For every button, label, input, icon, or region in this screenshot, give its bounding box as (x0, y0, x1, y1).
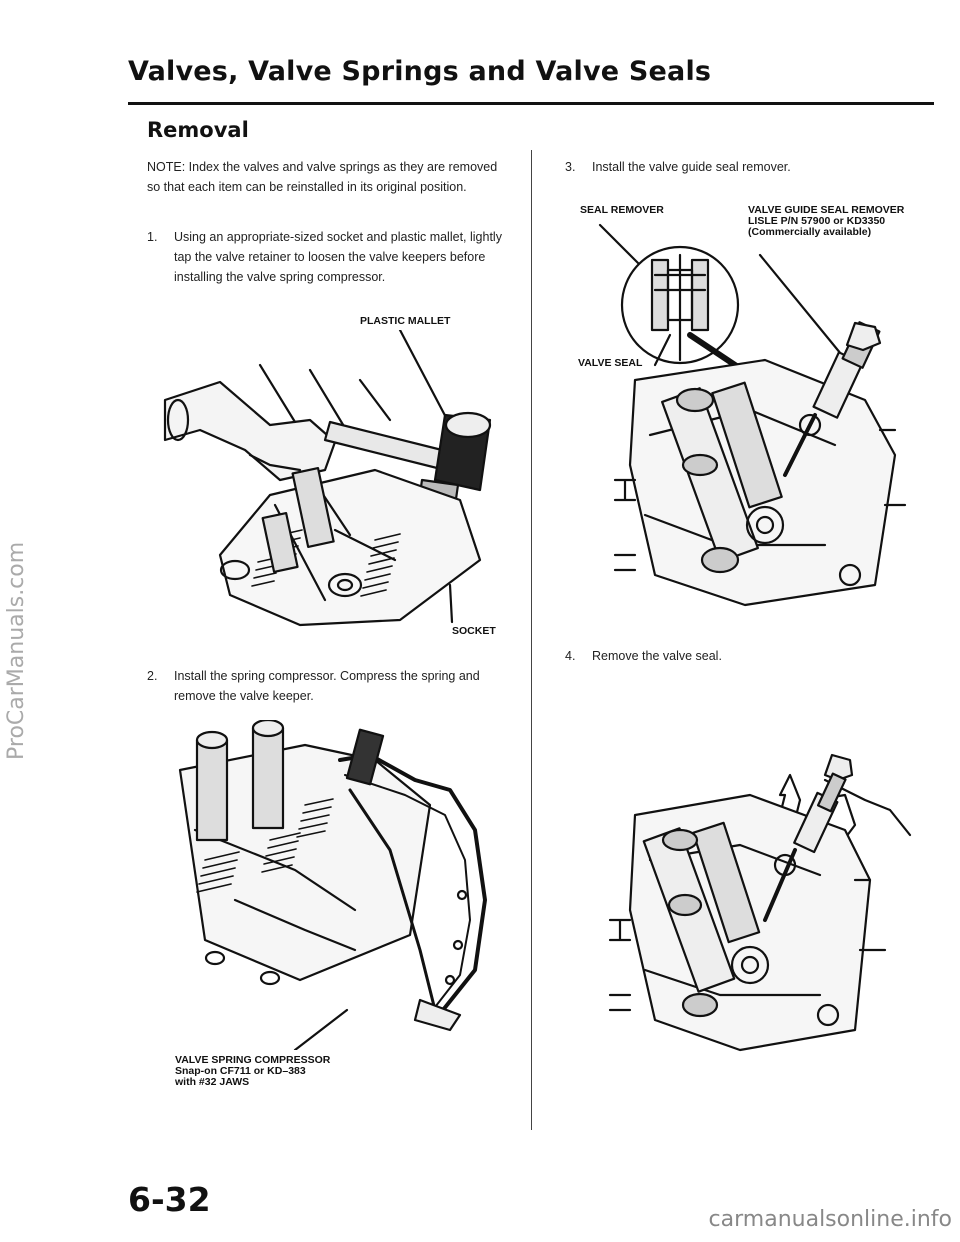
step-4-text: Remove the valve seal. (592, 649, 722, 663)
guide-remover-line1: VALVE GUIDE SEAL REMOVER (748, 204, 905, 216)
step-2: 2. Install the spring compressor. Compre… (147, 666, 507, 706)
compressor-label-line1: VALVE SPRING COMPRESSOR (175, 1054, 331, 1066)
callout-valve-seal: VALVE SEAL (578, 357, 643, 369)
step-3: 3. Install the valve guide seal remover. (565, 157, 925, 177)
figure-seal-remover-install (598, 223, 907, 607)
note-paragraph: NOTE: Index the valves and valve springs… (147, 160, 498, 194)
step-1-number: 1. (147, 230, 158, 244)
side-watermark: ProCarManuals.com (4, 541, 29, 760)
callout-plastic-mallet: PLASTIC MALLET (360, 315, 451, 327)
page-title: Valves, Valve Springs and Valve Seals (128, 56, 712, 87)
callout-seal-remover: SEAL REMOVER (580, 204, 664, 216)
column-divider (531, 150, 532, 1130)
guide-remover-line3: (Commercially available) (748, 226, 872, 238)
section-heading: Removal (147, 118, 249, 142)
guide-remover-line2: LISLE P/N 57900 or KD3350 (748, 215, 886, 227)
page-number: 6-32 (128, 1180, 211, 1219)
step-1-text: Using an appropriate-sized socket and pl… (174, 230, 502, 284)
callout-socket: SOCKET (452, 625, 496, 637)
figure-seal-remove (608, 753, 912, 1052)
step-1: 1. Using an appropriate-sized socket and… (147, 227, 507, 287)
step-2-number: 2. (147, 669, 158, 683)
bottom-watermark: carmanualsonline.info (708, 1207, 952, 1232)
callout-valve-guide-seal-remover: VALVE GUIDE SEAL REMOVER LISLE P/N 57900… (748, 205, 904, 238)
step-2-text: Install the spring compressor. Compress … (174, 669, 480, 703)
figure-spring-compressor (178, 720, 487, 1050)
step-3-number: 3. (565, 160, 576, 174)
figure-mallet-socket (163, 330, 492, 627)
compressor-label-line3: with #32 JAWS (175, 1076, 250, 1088)
compressor-label-line2: Snap-on CF711 or KD–383 (175, 1065, 306, 1077)
step-3-text: Install the valve guide seal remover. (592, 160, 791, 174)
callout-valve-spring-compressor: VALVE SPRING COMPRESSOR Snap-on CF711 or… (175, 1055, 330, 1088)
step-4: 4. Remove the valve seal. (565, 646, 925, 666)
title-rule (128, 102, 934, 105)
step-4-number: 4. (565, 649, 576, 663)
